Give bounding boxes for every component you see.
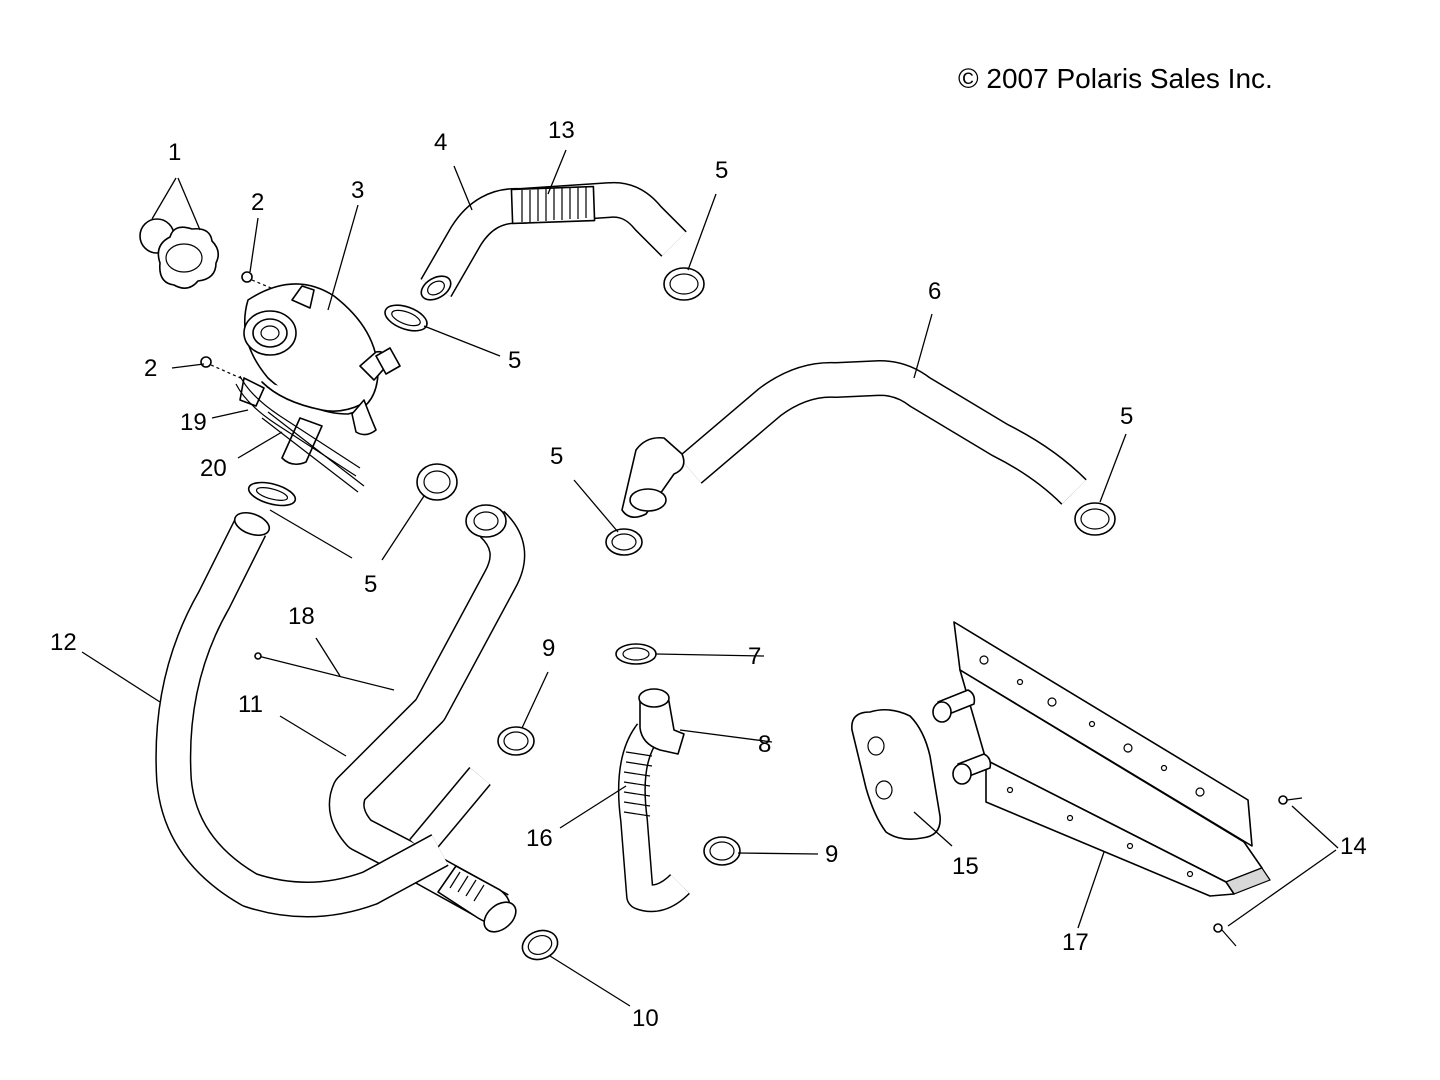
callout-5-lower: 5 [364, 571, 377, 598]
callout-14: 14 [1340, 833, 1367, 860]
clamp-9-upper [497, 726, 535, 756]
part-3-coolant-reservoir [239, 283, 391, 466]
part-14-screw-upper [1278, 795, 1303, 805]
part-13-flex-section [510, 185, 596, 225]
clamp-5-crossover-right [1074, 502, 1116, 536]
part-19-drain-tube [235, 375, 361, 477]
callout-10: 10 [632, 1005, 659, 1032]
clamp-5-lower-left [247, 481, 297, 507]
part-8-elbow-fitting [638, 688, 685, 755]
part-16-small-hose [617, 723, 690, 913]
callout-5-crossover-right: 5 [1120, 403, 1133, 430]
callout-2-upper: 2 [251, 189, 264, 216]
callout-18: 18 [288, 603, 315, 630]
callout-9-upper: 9 [542, 635, 555, 662]
callout-13: 13 [548, 117, 575, 144]
clamp-5-reservoir-outlet [416, 463, 458, 501]
callout-3: 3 [351, 177, 364, 204]
callout-12: 12 [50, 629, 77, 656]
part-14-screw-lower [1213, 923, 1237, 947]
callout-9-lower: 9 [825, 841, 838, 868]
callout-11: 11 [238, 691, 263, 718]
callout-6: 6 [928, 278, 941, 305]
part-2-screw-lower [200, 356, 246, 381]
clamp-10 [521, 929, 559, 961]
callout-2-lower: 2 [144, 355, 157, 382]
callout-19: 19 [180, 409, 207, 436]
callout-5-top-right: 5 [715, 157, 728, 184]
callout-17: 17 [1062, 929, 1089, 956]
copyright-text: © 2007 Polaris Sales Inc. [958, 63, 1273, 94]
callout-15: 15 [952, 853, 979, 880]
part-12-long-hose [155, 511, 449, 918]
callout-20: 20 [200, 455, 227, 482]
callout-labels: 1 2 2 3 4 13 5 5 19 20 5 6 5 5 12 18 11 … [50, 117, 1367, 1032]
callout-5-middle: 5 [508, 347, 521, 374]
callout-7: 7 [748, 643, 761, 670]
callout-5-crossover-left: 5 [550, 443, 563, 470]
part-15-foam-pad [851, 708, 941, 840]
part-20-overflow-hose [261, 411, 365, 493]
clamp-7 [615, 643, 657, 665]
callout-8: 8 [758, 731, 771, 758]
clamp-5-middle [375, 304, 428, 375]
part-1-radiator-cap [139, 218, 220, 289]
clamp-5-crossover-left [605, 528, 643, 556]
callout-1: 1 [168, 139, 181, 166]
part-18-cable-tie [254, 652, 395, 691]
callout-16: 16 [526, 825, 553, 852]
clamp-9-lower [703, 836, 741, 866]
callout-4: 4 [434, 129, 447, 156]
part-17-heat-exchanger [932, 621, 1271, 897]
part-6-crossover-hose [621, 360, 1087, 518]
leader-lines [81, 149, 1339, 1007]
clamp-5-top-right [663, 267, 705, 301]
